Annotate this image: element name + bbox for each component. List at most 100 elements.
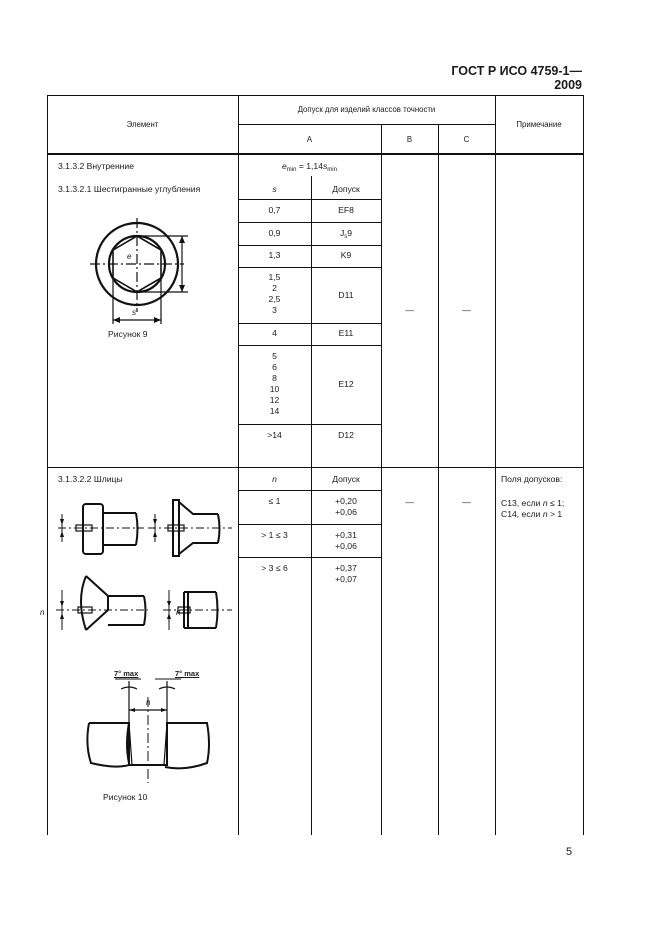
row-tol: E11: [338, 328, 354, 338]
note-text: C14, если: [501, 509, 543, 519]
col-line-left: [47, 95, 48, 835]
note-line-1: C13, если n ≤ 1;: [501, 498, 564, 509]
subheader-tolerance: Допуск: [332, 474, 360, 484]
s-value: 1,5: [268, 272, 281, 282]
row-s: 4: [272, 328, 277, 338]
row-tol: D11: [338, 290, 354, 300]
subheader-n: n: [238, 474, 311, 485]
row-s-list: 5 6 8 10 12 14: [238, 351, 311, 417]
s-value: 3: [272, 305, 277, 315]
row-tol: EF8: [338, 205, 354, 215]
note-title: Поля допусков:: [501, 474, 563, 484]
figure-9-label-e: e: [127, 252, 132, 261]
formula-e-sub: min: [286, 167, 297, 173]
header-class-c: C: [463, 135, 470, 144]
col-line-a-sub1: [311, 176, 312, 467]
tol-upper: +0,20: [335, 496, 357, 506]
figure-9-caption: Рисунок 9: [108, 329, 148, 339]
s-value: 6: [272, 362, 277, 372]
note-text: C13, если: [501, 498, 543, 508]
table-top-border: [47, 95, 583, 96]
row-s: >14: [267, 430, 282, 440]
row-tol-range: +0,20 +0,06: [311, 496, 381, 518]
formula-e-min: emin = 1,14smin: [238, 161, 381, 176]
s-value: 2: [272, 283, 277, 293]
row-line: [238, 345, 381, 346]
col-line-a-sub2: [311, 467, 312, 835]
row-line: [238, 557, 381, 558]
row-n: ≤ 1: [268, 496, 281, 506]
section1-title: 3.1.3.2 Внутренние: [58, 161, 135, 171]
tol-upper: +0,31: [335, 530, 357, 540]
subheader-s: s: [238, 184, 311, 195]
section1-class-c: —: [462, 305, 471, 315]
note-text: ≤ 1;: [547, 498, 565, 508]
s-value: 2,5: [268, 294, 281, 304]
note-text: > 1: [547, 509, 563, 519]
formula-mid: = 1,14: [296, 161, 323, 171]
tol-main: J: [339, 228, 345, 238]
subheader-tolerance: Допуск: [332, 184, 360, 194]
subheader-s-label: s: [272, 184, 277, 194]
s-value: 14: [269, 406, 280, 416]
row-s: 0,7: [268, 205, 281, 215]
figure-9-label-s: s: [132, 308, 136, 317]
tol-lower: +0,06: [335, 541, 357, 551]
page-number: 5: [566, 846, 573, 858]
formula-s: s: [323, 161, 328, 171]
figure-10-caption: Рисунок 10: [103, 792, 148, 802]
row-tol-range: +0,31 +0,06: [311, 530, 381, 552]
tol-tail: 9: [347, 228, 353, 238]
header-element: Элемент: [126, 120, 159, 129]
note-var: n: [542, 509, 548, 519]
figure-10-label-n: n: [40, 608, 45, 617]
figure-10-label-n: n: [146, 698, 151, 707]
s-value: 5: [272, 351, 277, 361]
row-tol: Js9: [311, 228, 381, 243]
row-line: [238, 222, 381, 223]
formula-s-sub: min: [327, 167, 337, 173]
row-line: [238, 424, 381, 425]
tol-lower: +0,07: [335, 574, 357, 584]
section1-subtitle: 3.1.3.2.1 Шестигранные углубления: [58, 184, 201, 194]
row-line: [238, 323, 381, 324]
figure-10-slot-section-drawing: [86, 678, 210, 783]
col-line-right: [583, 95, 584, 835]
row-line: [238, 267, 381, 268]
section1-class-b: —: [405, 305, 414, 315]
row-tol: K9: [340, 250, 352, 260]
tol-upper: +0,37: [335, 563, 357, 573]
row-n: > 1 ≤ 3: [261, 530, 288, 540]
s-value: 10: [269, 384, 280, 394]
tol-sub: s: [344, 234, 348, 240]
row-n: > 3 ≤ 6: [261, 563, 288, 573]
formula-e: e: [282, 161, 287, 171]
row-tol: E12: [338, 379, 354, 389]
header-class-b: B: [406, 135, 413, 144]
s-value: 12: [269, 395, 280, 405]
row-s: 0,9: [268, 228, 281, 238]
header-divider: [238, 124, 495, 125]
row-tol: D12: [338, 430, 354, 440]
figure-10-slot-screw-drawings: [56, 499, 232, 631]
subheader-n-label: n: [272, 474, 277, 484]
note-line-2: C14, если n > 1: [501, 509, 562, 520]
col-line-a: [381, 124, 382, 835]
row-s: 1,3: [268, 250, 281, 260]
section-divider: [47, 467, 583, 468]
row-s-list: 1,5 2 2,5 3: [238, 272, 311, 316]
figure-9-hex-socket-drawing: [90, 218, 188, 324]
col-line-c: [495, 95, 496, 835]
figure-10-label-n: n: [176, 608, 181, 617]
row-line: [238, 524, 381, 525]
s-value: 8: [272, 373, 277, 383]
row-line: [238, 490, 381, 491]
header-note: Примечание: [516, 120, 562, 129]
header-class-a: A: [306, 135, 313, 144]
col-line-element: [238, 95, 239, 835]
row-line: [238, 245, 381, 246]
document-code: ГОСТ Р ИСО 4759-1—2009: [451, 64, 582, 92]
figure-10-angle-right: 7° max: [175, 669, 200, 678]
col-line-b: [438, 124, 439, 835]
header-tolerance-group: Допуск для изделий классов точности: [297, 105, 436, 114]
